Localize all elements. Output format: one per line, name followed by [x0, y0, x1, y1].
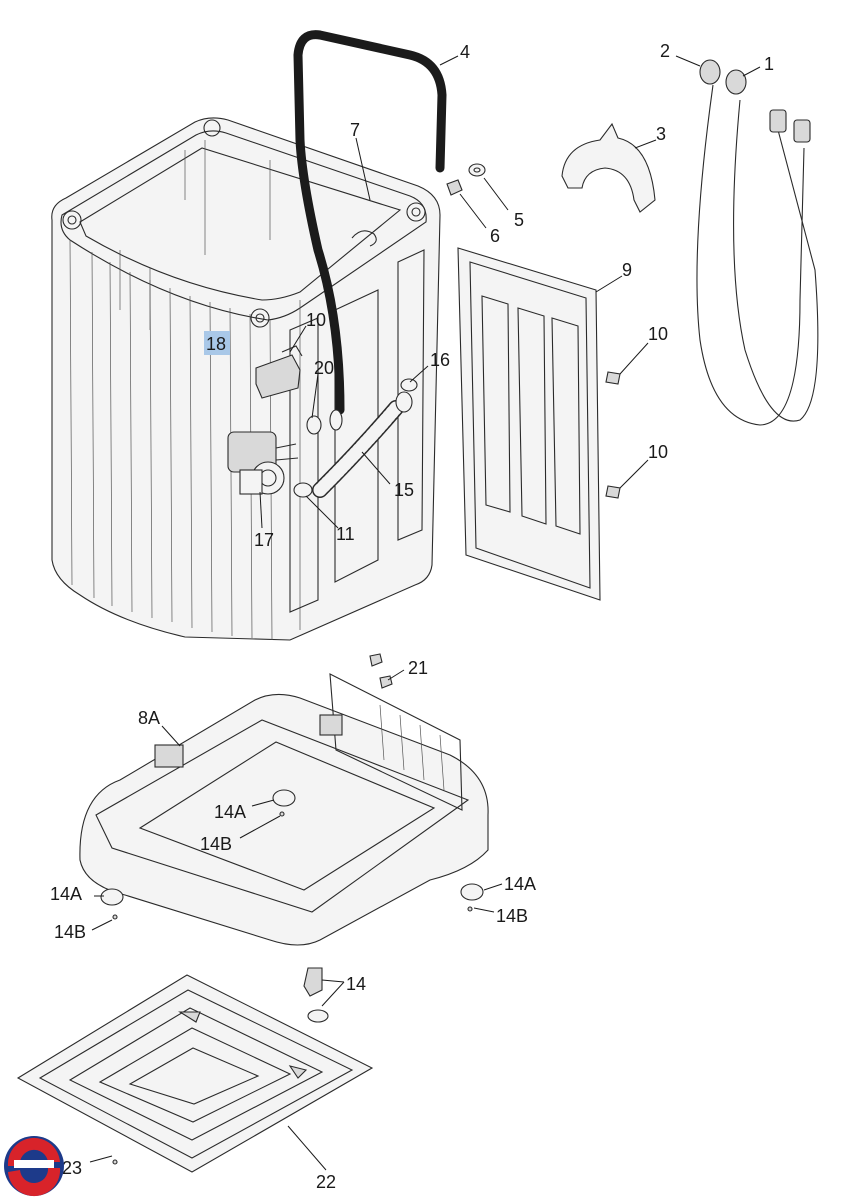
callout-11: 11 [336, 524, 355, 544]
callout-18: 18 [206, 334, 226, 354]
callout-14b-right: 14B [496, 906, 528, 926]
callout-2: 2 [660, 41, 670, 61]
bottom-pan [16, 974, 374, 1173]
corrugated-hose [312, 391, 413, 498]
screw-21-b [379, 675, 393, 689]
clip-7 [351, 230, 377, 247]
bracket-18 [255, 345, 303, 399]
base-frame [79, 673, 489, 946]
callout-1: 1 [764, 54, 774, 74]
inlet-hoses [696, 59, 819, 426]
callout-7: 7 [350, 120, 360, 140]
hose-hanger [561, 122, 656, 213]
cabinet [51, 117, 441, 641]
callout-4: 4 [460, 42, 470, 62]
screw-10-lower [605, 485, 621, 499]
callout-22: 22 [316, 1172, 336, 1192]
callout-labels: 1 2 3 4 5 6 7 8A 9 10 10 10 11 14 14A 14… [50, 41, 774, 1192]
callout-10-bracket: 10 [306, 310, 326, 330]
callout-9: 9 [622, 260, 632, 280]
callout-8a: 8A [138, 708, 160, 728]
callout-14b-left: 14B [54, 922, 86, 942]
callout-23: 23 [62, 1158, 82, 1178]
callout-14: 14 [346, 974, 366, 994]
callout-15: 15 [394, 480, 414, 500]
callout-14a-left: 14A [50, 884, 82, 904]
callout-10-lower: 10 [648, 442, 668, 462]
leader-lines [89, 55, 761, 1171]
callout-16: 16 [430, 350, 450, 370]
callout-17: 17 [254, 530, 274, 550]
callout-14a-right: 14A [504, 874, 536, 894]
drain-pump [227, 431, 299, 495]
callout-5: 5 [514, 210, 524, 230]
callout-10-upper: 10 [648, 324, 668, 344]
callout-21: 21 [408, 658, 428, 678]
hose-clamp-16 [400, 378, 418, 392]
callout-6: 6 [490, 226, 500, 246]
nut-and-washer [446, 163, 486, 196]
callout-14a-center: 14A [214, 802, 246, 822]
callout-20: 20 [314, 358, 334, 378]
callout-18-highlight [204, 331, 230, 355]
callout-3: 3 [656, 124, 666, 144]
leveling-feet [100, 789, 484, 1023]
screw-10-upper [605, 371, 621, 385]
drain-hose [293, 30, 447, 415]
screw-21-a [369, 653, 383, 667]
hose-clamp-20 [306, 415, 322, 435]
back-panel [457, 247, 601, 601]
brand-swirl-logo [4, 1136, 64, 1197]
callout-14b-center: 14B [200, 834, 232, 854]
hose-clamp-11 [293, 482, 313, 498]
